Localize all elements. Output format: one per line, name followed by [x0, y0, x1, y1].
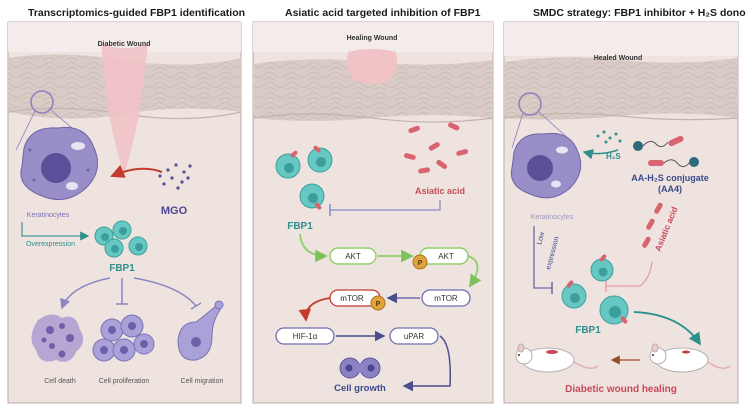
cell-growth-label: Cell growth [334, 383, 386, 394]
aa-h2s-conjugate-icon [633, 135, 699, 168]
fbp1-healing-arrow [633, 311, 701, 346]
conjugate-label-line2: (AA4) [658, 184, 682, 194]
h2s-arrow [582, 149, 619, 160]
upar-growth-arrow [402, 335, 452, 392]
cell-migration-label: Cell migration [181, 378, 224, 385]
cell-migration-icon [177, 300, 224, 361]
p-akt-phosphate-icon [412, 254, 428, 270]
panel3-asiatic-acid-icon [642, 202, 663, 248]
upar-label: uPAR [404, 332, 425, 341]
panel1: Diabetic Wound Keratinocytes MGO Overexp… [7, 21, 242, 404]
panel3-keratinocyte-cell-icon [510, 132, 582, 199]
low-expression-line [533, 226, 552, 289]
akt-label: AKT [345, 252, 361, 261]
panel2-epidermis [253, 59, 493, 121]
panel1-fbp1-label: FBP1 [109, 263, 135, 274]
overexpression-arrow [21, 222, 90, 241]
panel2-wound-label: Healing Wound [347, 35, 398, 42]
panel3-title: SMDC strategy: FBP1 inhibitor + H₂S dono… [533, 7, 746, 19]
keratinocyte-cell-icon [20, 126, 99, 201]
diabetic-mouse-icon [515, 343, 599, 373]
panel1-magnifier [30, 90, 54, 114]
upar-node [389, 327, 439, 345]
migration-inhibit-line [133, 277, 197, 307]
outcome-label: Diabetic wound healing [565, 384, 677, 395]
panel2-asiatic-acid-label: Asiatic acid [415, 186, 465, 196]
mgo-molecules-icon [158, 163, 192, 190]
panel3-magnifier [518, 92, 542, 116]
panel3-h2s-dots-icon [596, 130, 622, 144]
panel1-mgo-label: MGO [161, 205, 188, 217]
p-mtor-p-label: P [376, 301, 381, 308]
low-expression-label-1: Low [536, 230, 546, 245]
mtor-node [421, 289, 471, 307]
p-mtor-phosphate-icon [370, 295, 386, 311]
panel2-title: Asiatic acid targeted inhibition of FBP1 [285, 7, 481, 19]
fbp1-cells-icon [94, 220, 148, 258]
cell-proliferation-label: Cell proliferation [99, 378, 150, 385]
panel3-fbp1-label: FBP1 [575, 325, 601, 336]
hif-label: HIF-1α [293, 332, 318, 341]
panel3-asiatic-inhibit-line [606, 261, 653, 287]
panel2-fbp1-label: FBP1 [287, 221, 313, 232]
panel2: Healing Wound Asiatic acid FBP1 [252, 21, 494, 404]
conjugate-label-line1: AA-H₂S conjugate [631, 173, 709, 183]
fbp1-akt-arrow [299, 233, 328, 263]
mtor-label: mTOR [434, 294, 458, 303]
mgo-arrow [110, 164, 163, 178]
p-akt-p-label: P [418, 260, 423, 267]
cell-death-label: Cell death [44, 378, 76, 385]
hif-node [275, 327, 335, 345]
panel2-fbp1-cells-icon [275, 145, 333, 210]
panel1-title: Transcriptomics-guided FBP1 identificati… [28, 7, 246, 19]
panel3: Healed Wound Keratinocytes H₂S [503, 21, 739, 404]
panel3-h2s-label: H₂S [606, 152, 621, 161]
asiatic-inhibit-line [330, 200, 441, 211]
panel3-wound-label: Healed Wound [594, 55, 642, 62]
panel1-wound-label: Diabetic Wound [98, 41, 151, 48]
asiatic-acid-molecules-icon [403, 122, 469, 174]
cell-growth-icon [339, 357, 381, 379]
mtor-hif-arrow [298, 297, 331, 322]
panel1-surface [8, 22, 241, 52]
pakt-mtor-arrow [467, 255, 482, 288]
panel3-fbp1-cells-icon [561, 254, 629, 325]
panel2-wound [346, 49, 398, 84]
panel1-keratinocytes-label: Keratinocytes [27, 212, 70, 219]
panel3-keratinocytes-label: Keratinocytes [531, 214, 574, 221]
p-mtor-label: mTOR [340, 294, 364, 303]
healed-mouse-icon [649, 343, 731, 373]
akt-node [329, 247, 377, 265]
cell-death-arrow [60, 277, 111, 310]
panel1-wound [101, 44, 148, 175]
p-akt-label: AKT [438, 252, 454, 261]
panel3-epidermis [504, 57, 738, 120]
cell-proliferation-icon [92, 314, 155, 362]
panel1-overexpression-label: Overexpression [26, 241, 75, 248]
cell-death-icon [31, 314, 84, 362]
